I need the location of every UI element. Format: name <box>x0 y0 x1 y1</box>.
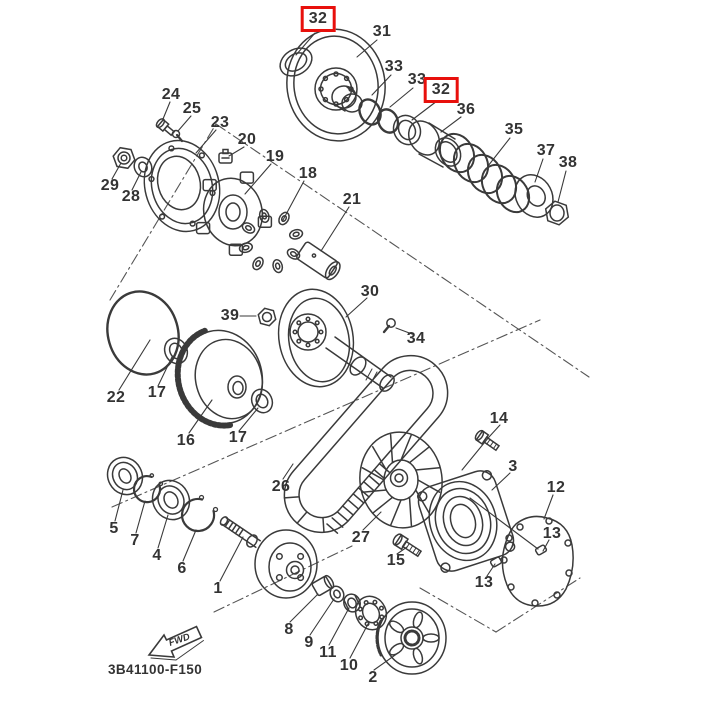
part-label-23: 23 <box>210 114 230 131</box>
part-label-10: 10 <box>339 657 359 674</box>
part-label-32-highlighted: 32 <box>423 77 459 103</box>
part-22-o-ring <box>106 290 180 376</box>
part-29-nut <box>112 146 136 170</box>
part-label-14: 14 <box>489 410 509 427</box>
part-32-oil-seal-upper <box>279 47 313 77</box>
part-13-dowel-pin-b <box>489 556 503 568</box>
part-25-screw <box>171 129 184 143</box>
part-20-slider <box>218 148 233 164</box>
part-19-spider <box>195 171 273 257</box>
part-label-33: 33 <box>407 71 427 88</box>
part-label-32-highlighted: 32 <box>300 6 336 32</box>
part-label-11: 11 <box>319 644 337 661</box>
sheet-part-code: 3B41100-F150 <box>108 662 203 677</box>
part-label-33: 33 <box>384 58 404 75</box>
part-1-shaft-and-drum <box>219 516 318 599</box>
part-label-35: 35 <box>504 121 524 138</box>
part-label-26: 26 <box>271 478 291 495</box>
part-5-oil-seal <box>106 456 144 496</box>
part-label-21: 21 <box>342 191 362 208</box>
part-30-fixed-sheave-shaft <box>277 288 395 392</box>
part-14-bolt <box>474 429 501 452</box>
part-label-15: 15 <box>386 552 406 569</box>
part-38-nut <box>544 200 570 226</box>
part-label-22: 22 <box>106 389 126 406</box>
part-label-17: 17 <box>228 429 248 446</box>
part-label-8: 8 <box>284 621 294 638</box>
part-label-12: 12 <box>546 479 566 496</box>
part-label-28: 28 <box>121 188 141 205</box>
part-label-18: 18 <box>298 165 318 182</box>
part-label-5: 5 <box>109 520 119 537</box>
part-label-27: 27 <box>351 529 371 546</box>
part-21-pin <box>296 241 341 281</box>
part-39-nut <box>257 307 277 327</box>
part-label-37: 37 <box>536 142 556 159</box>
part-label-39: 39 <box>220 307 240 324</box>
part-27-fan-sheave <box>359 431 443 529</box>
part-label-13: 13 <box>542 525 562 542</box>
part-15-bolt <box>392 533 423 558</box>
part-12-gasket <box>500 515 574 607</box>
part-3-crankcase-cover <box>416 470 516 573</box>
part-17-seal-b <box>250 388 274 414</box>
part-18-weight-rollers <box>238 208 304 274</box>
part-label-16: 16 <box>176 432 196 449</box>
part-35-spring <box>438 132 531 214</box>
part-label-3: 3 <box>508 458 518 475</box>
part-label-29: 29 <box>100 177 120 194</box>
part-label-25: 25 <box>182 100 202 117</box>
part-4-bearing <box>151 479 191 521</box>
part-33-o-ring-b <box>376 108 400 134</box>
part-label-38: 38 <box>558 154 578 171</box>
part-9-washer <box>329 585 345 603</box>
part-label-13: 13 <box>474 574 494 591</box>
part-label-4: 4 <box>152 547 162 564</box>
part-32-oil-seal-lower <box>392 114 422 146</box>
part-34-bolt <box>382 318 396 334</box>
part-label-36: 36 <box>456 101 476 118</box>
part-label-1: 1 <box>213 580 223 597</box>
part-label-34: 34 <box>406 330 426 347</box>
part-label-20: 20 <box>237 131 257 148</box>
part-label-17: 17 <box>147 384 167 401</box>
part-label-2: 2 <box>368 669 378 686</box>
part-33-o-ring-a <box>358 98 382 126</box>
part-label-30: 30 <box>360 283 380 300</box>
part-2-clutch-carrier <box>375 601 447 675</box>
part-label-7: 7 <box>130 532 140 549</box>
part-6-circlip <box>180 494 219 533</box>
part-16-sliding-sheave <box>174 327 264 429</box>
part-11-nut <box>343 593 361 613</box>
part-label-6: 6 <box>177 560 187 577</box>
part-label-31: 31 <box>372 23 392 40</box>
part-label-19: 19 <box>265 148 285 165</box>
fwd-arrow: FWD <box>147 625 204 661</box>
part-label-9: 9 <box>304 634 314 651</box>
part-23-plate <box>143 139 221 233</box>
part-26-v-belt <box>283 354 449 534</box>
part-37-washer <box>514 174 554 218</box>
part-label-24: 24 <box>161 86 181 103</box>
leader-lines <box>111 32 567 671</box>
part-13-dowel-pin-a <box>534 544 548 556</box>
